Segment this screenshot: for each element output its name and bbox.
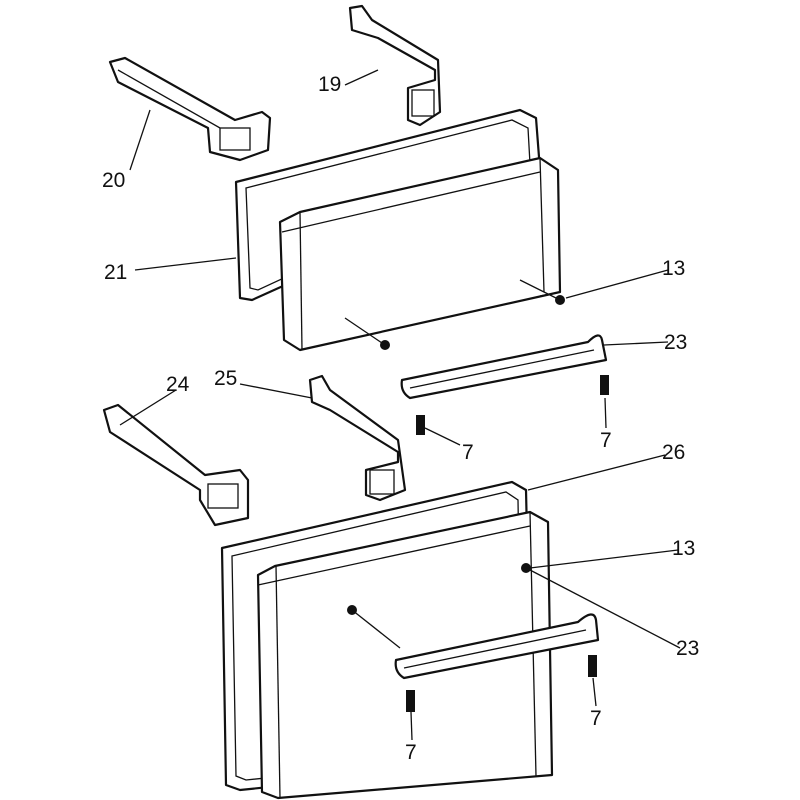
lower-handle [394, 613, 600, 712]
callout-7-upper-left: 7 [462, 441, 474, 464]
callout-25: 25 [214, 367, 238, 390]
leader-lines [119, 69, 681, 741]
callout-7-lower-left: 7 [405, 741, 417, 764]
callout-7-upper-right: 7 [600, 429, 612, 452]
callout-13-lower: 13 [672, 537, 696, 560]
upper-door [278, 156, 565, 352]
callout-7-lower-right: 7 [590, 707, 602, 730]
callout-21: 21 [104, 261, 128, 284]
callout-23-lower: 23 [676, 637, 700, 660]
bracket-24 [102, 403, 250, 527]
bracket-19 [348, 4, 442, 127]
callout-26: 26 [662, 441, 686, 464]
bracket-20 [108, 56, 272, 162]
bracket-25 [308, 374, 407, 502]
upper-handle [400, 334, 609, 435]
callout-13-upper: 13 [662, 257, 686, 280]
callout-19: 19 [318, 73, 342, 96]
callout-20: 20 [102, 169, 126, 192]
callout-23-upper: 23 [664, 331, 688, 354]
callout-24: 24 [166, 373, 190, 396]
